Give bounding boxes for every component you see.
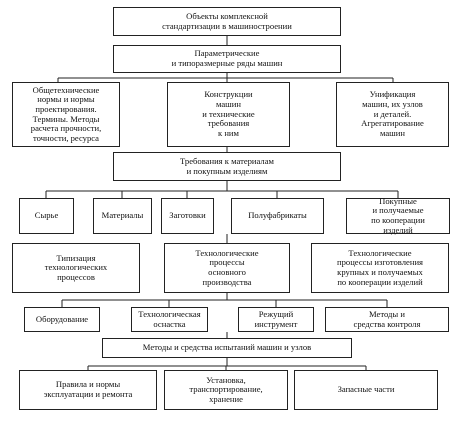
node-title: Объекты комплексной стандартизации в маш…	[113, 7, 341, 36]
node-blanks: Заготовки	[161, 198, 214, 234]
node-spares: Запасные части	[294, 370, 438, 410]
node-cutting: Режущий инструмент	[238, 307, 314, 332]
node-equipment: Оборудование	[24, 307, 100, 332]
node-purchased: Покупные и получаемые по кооперации изде…	[346, 196, 450, 234]
node-param-rows: Параметрические и типоразмерные ряды маш…	[113, 45, 341, 73]
node-testing: Методы и средства испытаний машин и узло…	[102, 338, 352, 358]
node-norms: Общетехнические нормы и нормы проектиров…	[12, 82, 120, 147]
node-raw: Сырье	[19, 198, 74, 234]
node-materials-req: Требования к материалам и покупным издел…	[113, 152, 341, 181]
node-unification: Унификация машин, их узлов и деталей. Аг…	[336, 82, 449, 147]
node-main-processes: Технологические процессы основного произ…	[164, 243, 290, 293]
node-constructions: Конструкции машин и технические требован…	[167, 82, 290, 147]
node-control: Методы и средства контроля	[325, 307, 449, 332]
node-semi: Полуфабрикаты	[231, 198, 324, 234]
node-rules: Правила и нормы эксплуатации и ремонта	[19, 370, 157, 410]
node-materials: Материалы	[93, 198, 152, 234]
node-typization: Типизация технологических процессов	[12, 243, 140, 293]
node-tooling: Технологическая оснастка	[131, 307, 208, 332]
node-install: Установка, транспортирование, хранение	[164, 370, 288, 410]
node-large-processes: Технологические процессы изготовления кр…	[311, 243, 449, 293]
